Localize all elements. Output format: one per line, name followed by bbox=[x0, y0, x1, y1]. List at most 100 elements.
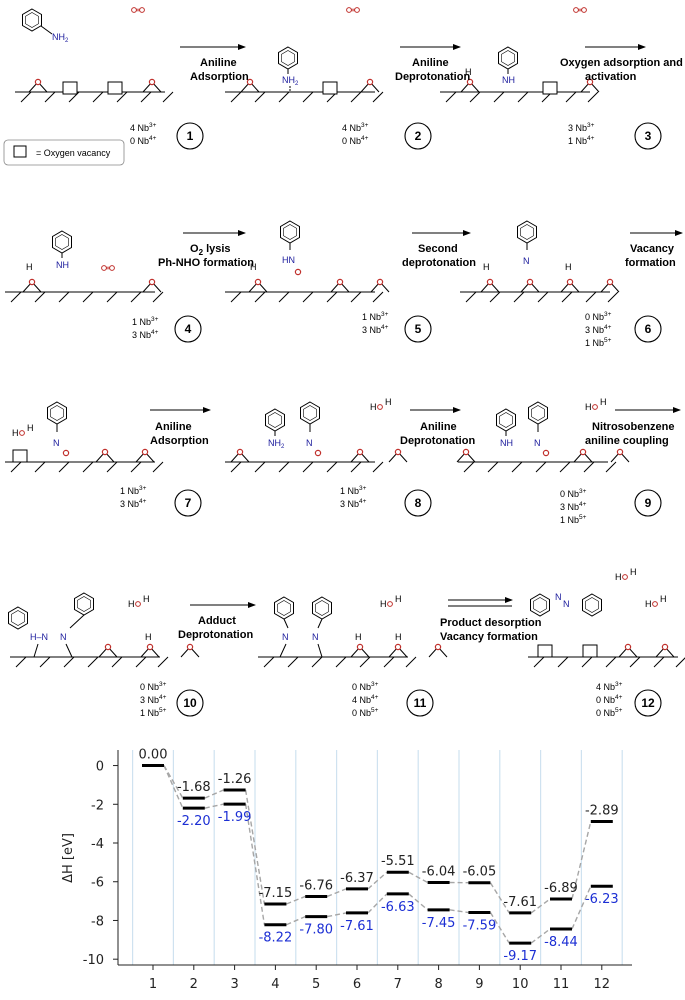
svg-text:3 Nb4+: 3 Nb4+ bbox=[560, 501, 587, 512]
value-label: -8.22 bbox=[259, 931, 293, 946]
svg-text:4 Nb3+: 4 Nb3+ bbox=[342, 122, 369, 133]
arrow-label-11a: Product desorption bbox=[440, 617, 542, 629]
svg-text:N: N bbox=[555, 592, 562, 602]
arrow-label-9a: Nitrosobenzene bbox=[592, 421, 675, 433]
connector-line bbox=[449, 909, 469, 914]
value-label: -6.05 bbox=[463, 865, 497, 880]
connector-line bbox=[489, 912, 510, 944]
step-number-8: 8 bbox=[415, 496, 422, 510]
svg-text:= Oxygen vacancy: = Oxygen vacancy bbox=[36, 148, 111, 158]
nb-block-9: 0 Nb3+ 3 Nb4+ 1 Nb5+ bbox=[560, 488, 587, 525]
arrow-label-2b: Deprotonation bbox=[395, 71, 470, 83]
value-label: -5.51 bbox=[381, 854, 415, 869]
arrow-label-4a: O2 lysis bbox=[190, 243, 231, 257]
nb-block-8: 1 Nb3+ 3 Nb4+ bbox=[340, 485, 367, 509]
value-label: -1.26 bbox=[218, 772, 252, 787]
value-label: -1.68 bbox=[177, 780, 211, 795]
svg-text:H–N: H–N bbox=[30, 632, 48, 642]
connector-line bbox=[163, 765, 184, 799]
svg-text:NH2: NH2 bbox=[282, 75, 299, 87]
svg-text:0 Nb4+: 0 Nb4+ bbox=[130, 135, 157, 146]
x-tick-label: 7 bbox=[394, 977, 402, 992]
structure-5: HN H bbox=[224, 220, 390, 303]
arrow-label-7a: Aniline bbox=[155, 421, 192, 433]
svg-text:1 Nb3+: 1 Nb3+ bbox=[132, 316, 159, 327]
svg-text:3 Nb3+: 3 Nb3+ bbox=[568, 122, 595, 133]
nb-block-12: 4 Nb3+ 0 Nb4+ 0 Nb5+ bbox=[596, 681, 623, 718]
x-tick-label: 2 bbox=[190, 977, 198, 992]
nb-block-1: 4 Nb3+ 0 Nb4+ bbox=[130, 122, 157, 146]
arrow-label-11b: Vacancy formation bbox=[440, 631, 538, 643]
nb-block-2: 4 Nb3+ 0 Nb4+ bbox=[342, 122, 369, 146]
svg-text:1 Nb3+: 1 Nb3+ bbox=[362, 311, 389, 322]
step-number-4: 4 bbox=[185, 322, 192, 336]
svg-text:1 Nb4+: 1 Nb4+ bbox=[568, 135, 595, 146]
value-label: -6.63 bbox=[381, 900, 415, 915]
nb-block-11: 0 Nb3+ 4 Nb4+ 0 Nb5+ bbox=[352, 681, 379, 718]
svg-text:1 Nb3+: 1 Nb3+ bbox=[340, 485, 367, 496]
svg-text:0 Nb3+: 0 Nb3+ bbox=[140, 681, 167, 692]
svg-text:NH: NH bbox=[56, 260, 69, 270]
reaction-scheme: H H NH2 NH2 NH H bbox=[3, 7, 685, 718]
connector-line bbox=[489, 882, 510, 914]
structure-3: NH H bbox=[439, 7, 600, 103]
value-labels: 0.00-1.68-1.26-7.15-6.76-6.37-5.51-6.04-… bbox=[139, 748, 619, 965]
nb-block-4: 1 Nb3+ 3 Nb4+ bbox=[132, 316, 159, 340]
svg-text:4 Nb4+: 4 Nb4+ bbox=[352, 694, 379, 705]
nb-block-7: 1 Nb3+ 3 Nb4+ bbox=[120, 485, 147, 509]
svg-text:N: N bbox=[563, 599, 570, 609]
connector-line bbox=[571, 821, 592, 900]
svg-text:4 Nb3+: 4 Nb3+ bbox=[596, 681, 623, 692]
svg-text:3 Nb4+: 3 Nb4+ bbox=[585, 324, 612, 335]
structure-12: N N bbox=[527, 566, 685, 668]
svg-text:3 Nb4+: 3 Nb4+ bbox=[340, 498, 367, 509]
x-tick-label: 12 bbox=[594, 977, 611, 992]
svg-text:H: H bbox=[565, 262, 572, 272]
structure-2: NH2 bbox=[224, 7, 384, 103]
svg-text:N: N bbox=[523, 256, 530, 266]
nb-block-3: 3 Nb3+ 1 Nb4+ bbox=[568, 122, 595, 146]
y-tick-label: -10 bbox=[83, 953, 104, 968]
connector-line bbox=[367, 871, 388, 890]
svg-text:NH: NH bbox=[500, 438, 513, 448]
arrow-label-5b: deprotonation bbox=[402, 257, 476, 269]
value-label: -6.23 bbox=[585, 892, 619, 907]
step-number-5: 5 bbox=[415, 322, 422, 336]
connector-line bbox=[530, 898, 551, 914]
x-tick-label: 10 bbox=[512, 977, 529, 992]
structure-4: NH H bbox=[4, 230, 164, 303]
step-number-11: 11 bbox=[414, 696, 427, 710]
svg-text:0 Nb3+: 0 Nb3+ bbox=[585, 311, 612, 322]
y-ticks: 0-2-4-6-8-10 bbox=[83, 760, 118, 968]
structure-9: NH N bbox=[456, 396, 630, 473]
y-tick-label: -6 bbox=[91, 876, 104, 891]
connector-line bbox=[286, 895, 306, 905]
x-tick-label: 1 bbox=[149, 977, 157, 992]
svg-text:H: H bbox=[250, 262, 257, 272]
value-label: -1.99 bbox=[218, 810, 252, 825]
nb-block-6: 0 Nb3+ 3 Nb4+ 1 Nb5+ bbox=[585, 311, 612, 348]
structure-1: NH2 bbox=[14, 7, 174, 103]
y-tick-label: -2 bbox=[91, 798, 104, 813]
svg-text:3 Nb4+: 3 Nb4+ bbox=[120, 498, 147, 509]
connector-line bbox=[244, 803, 266, 925]
svg-text:0 Nb3+: 0 Nb3+ bbox=[560, 488, 587, 499]
arrow-label-1a: Aniline bbox=[200, 57, 237, 69]
connector-line bbox=[327, 912, 347, 918]
step-number-10: 10 bbox=[183, 696, 197, 710]
svg-text:0 Nb4+: 0 Nb4+ bbox=[596, 694, 623, 705]
y-tick-label: 0 bbox=[96, 760, 104, 775]
svg-text:1 Nb5+: 1 Nb5+ bbox=[585, 337, 612, 348]
arrow-label-9b: aniline coupling bbox=[585, 435, 669, 447]
arrow-label-4b: Ph-NHO formation bbox=[158, 257, 254, 269]
connectors bbox=[163, 765, 592, 944]
svg-text:0 Nb5+: 0 Nb5+ bbox=[352, 707, 379, 718]
value-label: -7.61 bbox=[340, 919, 374, 934]
arrow-label-3b: activation bbox=[585, 71, 637, 83]
svg-text:NH2: NH2 bbox=[268, 438, 285, 450]
value-label: -8.44 bbox=[544, 935, 578, 950]
svg-text:NH2: NH2 bbox=[52, 32, 69, 44]
step-number-6: 6 bbox=[645, 322, 652, 336]
